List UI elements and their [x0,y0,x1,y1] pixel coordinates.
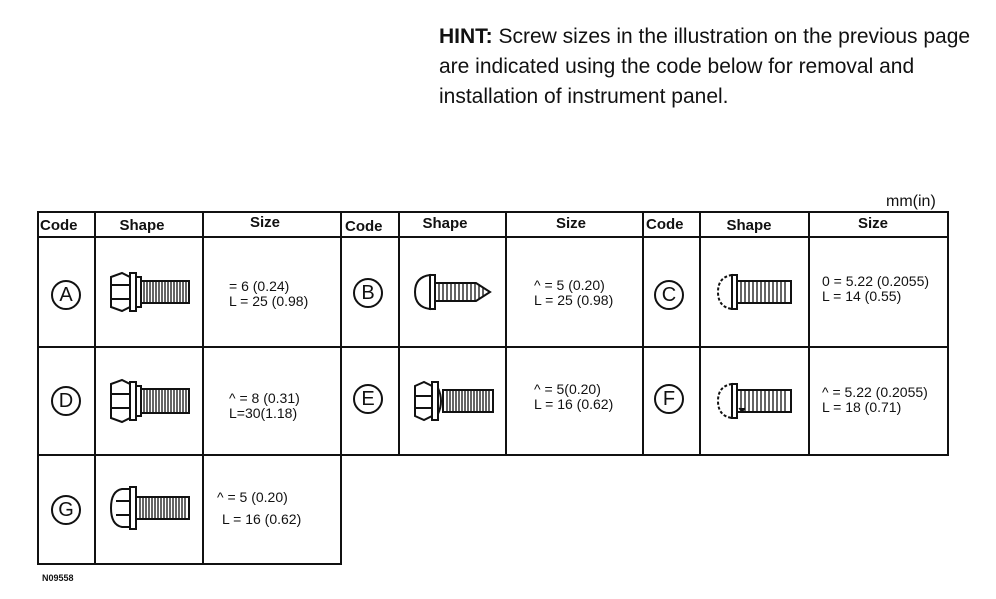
size-g: ^ = 5 (0.20) L = 16 (0.62) [217,486,301,530]
code-c: C [654,280,684,310]
figure-id: N09558 [42,573,74,583]
size-g-diameter: ^ = 5 (0.20) [217,489,288,505]
size-e-diameter: ^ = 5(0.20) [534,381,601,397]
hex-flange-bolt-icon [110,378,190,424]
code-e: E [353,384,383,414]
header-code-1: Code [40,217,78,234]
size-b: ^ = 5 (0.20) L = 25 (0.98) [534,278,613,308]
header-shape-1: Shape [119,217,165,234]
size-e-length: L = 16 (0.62) [534,396,614,412]
code-g: G [51,495,81,525]
size-a-length: L = 25 (0.98) [229,293,309,309]
code-d: D [51,386,81,416]
code-b: B [353,278,383,308]
size-c: 0 = 5.22 (0.2055) L = 14 (0.55) [822,274,929,304]
hex-washer-bolt-icon [414,380,494,422]
round-head-screw-icon [716,273,792,311]
size-f-length: L = 18 (0.71) [822,399,902,415]
header-size-2: Size [555,215,586,232]
hex-flange-bolt-icon [110,271,190,313]
size-a: = 6 (0.24) L = 25 (0.98) [229,279,308,309]
size-g-length: L = 16 (0.62) [222,511,302,527]
header-code-3: Code [646,216,684,233]
header-shape-3: Shape [726,217,772,234]
header-size-1: Size [249,214,280,231]
units-label: mm(in) [886,193,936,210]
hint-body: Screw sizes in the illustration on the p… [439,25,971,108]
header-size-3: Size [857,215,888,232]
size-c-length: L = 14 (0.55) [822,288,902,304]
code-f: F [654,384,684,414]
size-e: ^ = 5(0.20) L = 16 (0.62) [534,382,613,412]
hint-label: HINT: [439,25,493,48]
dome-head-bolt-icon [109,486,190,530]
size-d: ^ = 8 (0.31) L=30(1.18) [229,391,300,421]
round-head-tapping-screw-icon [413,273,492,311]
size-d-diameter: ^ = 8 (0.31) [229,390,300,406]
size-a-diameter: = 6 (0.24) [229,278,290,294]
round-head-pointed-screw-icon [716,382,792,420]
header-shape-2: Shape [422,215,468,232]
size-f: ^ = 5.22 (0.2055) L = 18 (0.71) [822,385,928,415]
code-a: A [51,280,81,310]
size-b-length: L = 25 (0.98) [534,292,614,308]
header-code-2: Code [345,218,383,235]
size-b-diameter: ^ = 5 (0.20) [534,277,605,293]
size-f-diameter: ^ = 5.22 (0.2055) [822,384,928,400]
size-c-diameter: 0 = 5.22 (0.2055) [822,273,930,289]
size-d-length: L=30(1.18) [229,405,298,421]
hint-text: HINT: Screw sizes in the illustration on… [439,22,994,112]
